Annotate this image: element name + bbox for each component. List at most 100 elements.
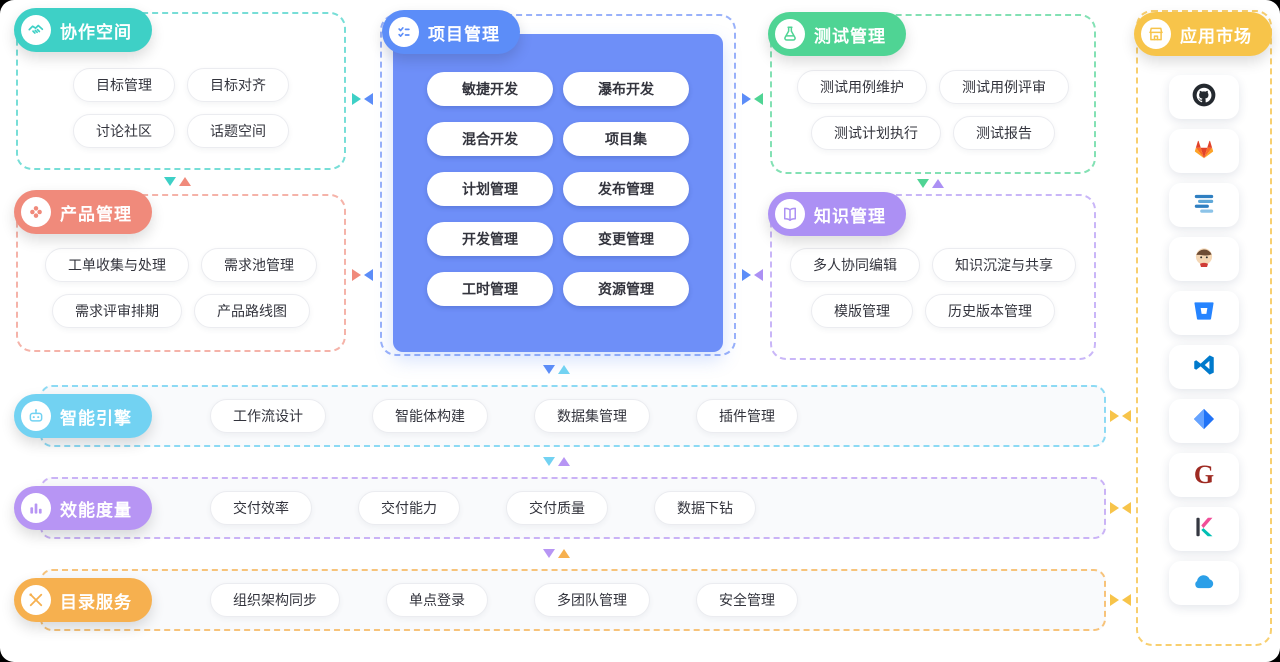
feature-pill: 测试计划执行 [811,116,941,150]
vscode-icon [1191,352,1217,383]
testing-badge: 测试管理 [768,12,906,56]
metrics-title: 效能度量 [60,500,132,520]
g-letter-icon: G [1193,460,1215,489]
feature-pill: 话题空间 [187,114,289,148]
metrics-items: 交付效率 交付能力 交付质量 数据下钻 [210,491,756,525]
connector-project-ai [543,365,570,374]
feature-pill: 插件管理 [696,399,798,433]
robot-icon [21,401,51,431]
collaboration-badge: 协作空间 [14,8,152,52]
project-panel: 敏捷开发 瀑布开发 混合开发 项目集 计划管理 发布管理 开发管理 变更管理 工… [393,34,723,352]
knowledge-items: 多人协同编辑 知识沉淀与共享 模版管理 历史版本管理 [770,248,1096,328]
feature-pill: 知识沉淀与共享 [932,248,1076,282]
feature-pill: 项目集 [563,122,689,156]
feature-pill: 混合开发 [427,122,553,156]
feature-pill: 多人协同编辑 [790,248,920,282]
marketplace-badge: 应用市场 [1134,12,1272,56]
collaboration-items: 目标管理 目标对齐 讨论社区 话题空间 [16,68,346,148]
app-card-github [1169,75,1239,119]
feature-pill: 需求池管理 [201,248,317,282]
feature-pill: 智能体构建 [372,399,488,433]
product-badge: 产品管理 [14,190,152,234]
feature-pill: 安全管理 [696,583,798,617]
app-card-jira [1169,399,1239,443]
feature-pill: 工作流设计 [210,399,326,433]
connector-ai-marketplace [1110,410,1131,422]
knowledge-badge: 知识管理 [768,192,906,236]
directory-title: 目录服务 [60,592,132,612]
feature-pill: 交付效率 [210,491,312,525]
feature-pill: 测试用例维护 [797,70,927,104]
feature-pill: 交付质量 [506,491,608,525]
app-card-cloud [1169,561,1239,605]
feature-pill: 计划管理 [427,172,553,206]
feature-pill: 测试报告 [953,116,1055,150]
feature-pill: 数据集管理 [534,399,650,433]
connector-ai-metrics [543,457,570,466]
feature-pill: 产品路线图 [194,294,310,328]
app-card-bitbucket [1169,291,1239,335]
app-card-stripes [1169,183,1239,227]
app-card-jenkins [1169,237,1239,281]
checklist-icon [389,17,419,47]
collaboration-title: 协作空间 [60,22,132,42]
metrics-badge: 效能度量 [14,486,152,530]
kibana-icon [1191,514,1217,545]
flower-icon [21,197,51,227]
gitlab-icon [1191,136,1217,167]
feature-pill: 敏捷开发 [427,72,553,106]
testing-title: 测试管理 [814,26,886,46]
stripes-icon [1191,190,1217,221]
ai-engine-badge: 智能引擎 [14,394,152,438]
connector-product-project [352,269,373,281]
feature-pill: 多团队管理 [534,583,650,617]
connector-collab-project [352,93,373,105]
marketplace-title: 应用市场 [1180,26,1252,46]
connector-project-testing [742,93,763,105]
jenkins-icon [1191,244,1217,275]
marketplace-apps: G [1136,75,1272,605]
feature-pill: 变更管理 [563,222,689,256]
feature-pill: 单点登录 [386,583,488,617]
connector-metrics-directory [543,549,570,558]
connector-directory-marketplace [1110,594,1131,606]
feature-pill: 工单收集与处理 [45,248,189,282]
feature-pill: 需求评审排期 [52,294,182,328]
handshake-icon [21,15,51,45]
cloud-icon [1191,568,1217,599]
github-icon [1191,82,1217,113]
product-title: 产品管理 [60,204,132,224]
directory-badge: 目录服务 [14,578,152,622]
connector-project-knowledge [742,269,763,281]
jira-icon [1191,406,1217,437]
product-items: 工单收集与处理 需求池管理 需求评审排期 产品路线图 [16,248,346,328]
project-title: 项目管理 [428,24,500,44]
app-card-gitlab [1169,129,1239,173]
store-icon [1141,19,1171,49]
bitbucket-icon [1191,298,1217,329]
feature-pill: 目标对齐 [187,68,289,102]
feature-pill: 测试用例评审 [939,70,1069,104]
directory-items: 组织架构同步 单点登录 多团队管理 安全管理 [210,583,798,617]
ai-engine-title: 智能引擎 [60,408,132,428]
feature-pill: 发布管理 [563,172,689,206]
feature-pill: 讨论社区 [73,114,175,148]
book-icon [775,199,805,229]
feature-pill: 资源管理 [563,272,689,306]
feature-pill: 模版管理 [811,294,913,328]
project-badge: 项目管理 [382,10,520,54]
knowledge-title: 知识管理 [814,206,886,226]
flask-icon [775,19,805,49]
app-card-g: G [1169,453,1239,497]
feature-pill: 交付能力 [358,491,460,525]
connector-collab-product [164,177,191,186]
app-card-kibana [1169,507,1239,551]
connector-testing-knowledge [917,179,944,188]
feature-pill: 瀑布开发 [563,72,689,106]
testing-items: 测试用例维护 测试用例评审 测试计划执行 测试报告 [770,70,1096,150]
feature-pill: 目标管理 [73,68,175,102]
ai-engine-items: 工作流设计 智能体构建 数据集管理 插件管理 [210,399,798,433]
tools-icon [21,585,51,615]
app-card-vscode [1169,345,1239,389]
